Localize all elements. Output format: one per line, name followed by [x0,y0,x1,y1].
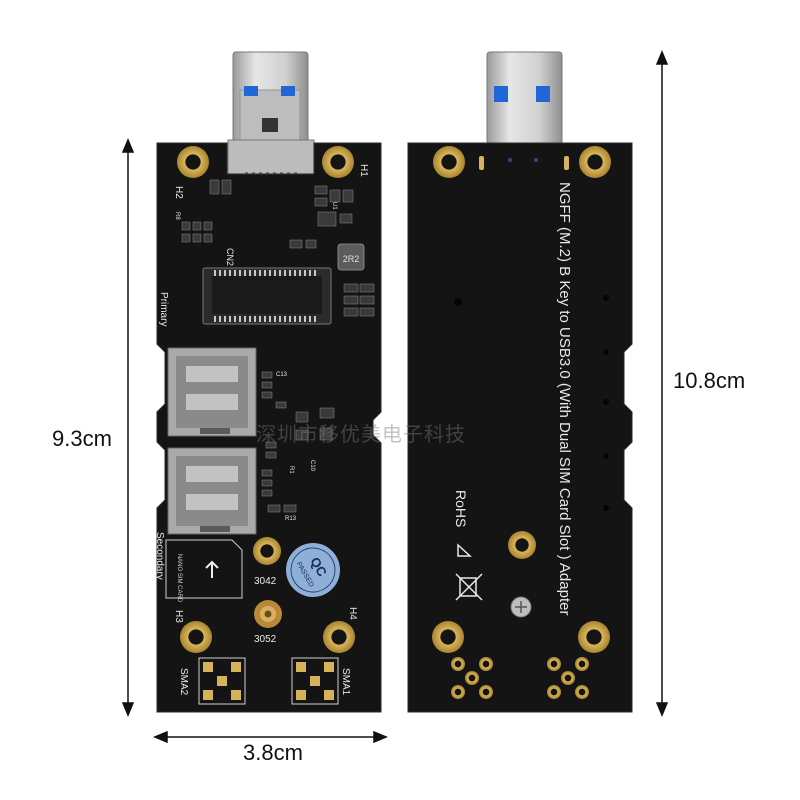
label-sma2: SMA2 [178,668,189,696]
label-u1: U1 [331,202,337,210]
mount-hole-back-tr [579,146,611,178]
sma1-pads [291,657,339,705]
back-board: NGFF (M.2) B Key to USB3.0 (With Dual SI… [407,51,633,713]
mount-hole-back-tl [433,146,465,178]
mount-hole-h1 [322,146,354,178]
mount-hole-h4 [323,621,355,653]
sim-slot-secondary [167,447,257,535]
nano-sim-outline: NANO SIM CARD [165,539,243,603]
label-h2: H2 [173,186,184,199]
mount-hole-back-mid [508,531,536,559]
back-board-title: NGFF (M.2) B Key to USB3.0 (With Dual SI… [556,182,573,615]
sma-pads-back-right [547,657,589,699]
label-h1: H1 [358,164,369,177]
dimension-label-total-height: 10.8cm [673,368,746,393]
arrow-up-icon [205,560,219,578]
pcb-back [407,142,633,713]
usb-connector-front [227,51,315,184]
weee-bin-icon [455,573,483,601]
label-3052: 3052 [254,634,277,645]
mount-hole-h3 [180,621,212,653]
smd-components-top [181,179,354,249]
esd-warning-icon [457,543,472,557]
dimension-line-height-10-8 [655,50,669,717]
label-h3: H3 [173,610,184,623]
smd-components-sim [261,371,335,513]
qc-passed-sticker: QC PASSED [286,543,340,597]
label-3042: 3042 [254,576,277,587]
label-r13: R13 [285,516,297,522]
label-cn2: CN2 [225,248,235,266]
label-c10: C10 [309,460,315,472]
mount-hole-h2 [177,146,209,178]
standoff-3052 [254,600,282,628]
label-secondary: Secondary [154,532,165,580]
rohs-label: RoHS [453,490,469,527]
dimension-line-width-3-8 [153,730,388,744]
sim-slot-primary [167,347,257,437]
mount-hole-back-bl [432,621,464,653]
label-h4: H4 [347,607,358,620]
inductor-label: 2R2 [343,254,360,264]
inductor-2r2: 2R2 [337,243,365,271]
mount-hole-3042 [253,537,281,565]
m2-slot-cn2 [202,267,332,325]
front-board: 2R2 [154,51,382,713]
label-r1: R1 [288,466,294,474]
screw-head [510,596,532,618]
label-c13: C13 [276,372,288,378]
nano-sim-label: NANO SIM CARD [176,554,182,603]
label-sma1: SMA1 [340,668,351,696]
watermark-text: 深圳市移优美电子科技 [256,422,466,446]
sma-pads-back-left [451,657,493,699]
mount-hole-back-br [578,621,610,653]
label-primary: Primary [158,292,169,326]
smd-components-mid [343,283,375,317]
usb-solder-slots [479,156,569,170]
dimension-line-height-9-3 [121,138,135,717]
usb-connector-back [486,51,563,145]
vias [454,295,609,511]
dimension-label-board-width: 3.8cm [243,740,303,765]
sma2-pads [198,657,246,705]
dimension-label-board-height: 9.3cm [52,426,112,451]
label-r8: R8 [174,212,180,220]
